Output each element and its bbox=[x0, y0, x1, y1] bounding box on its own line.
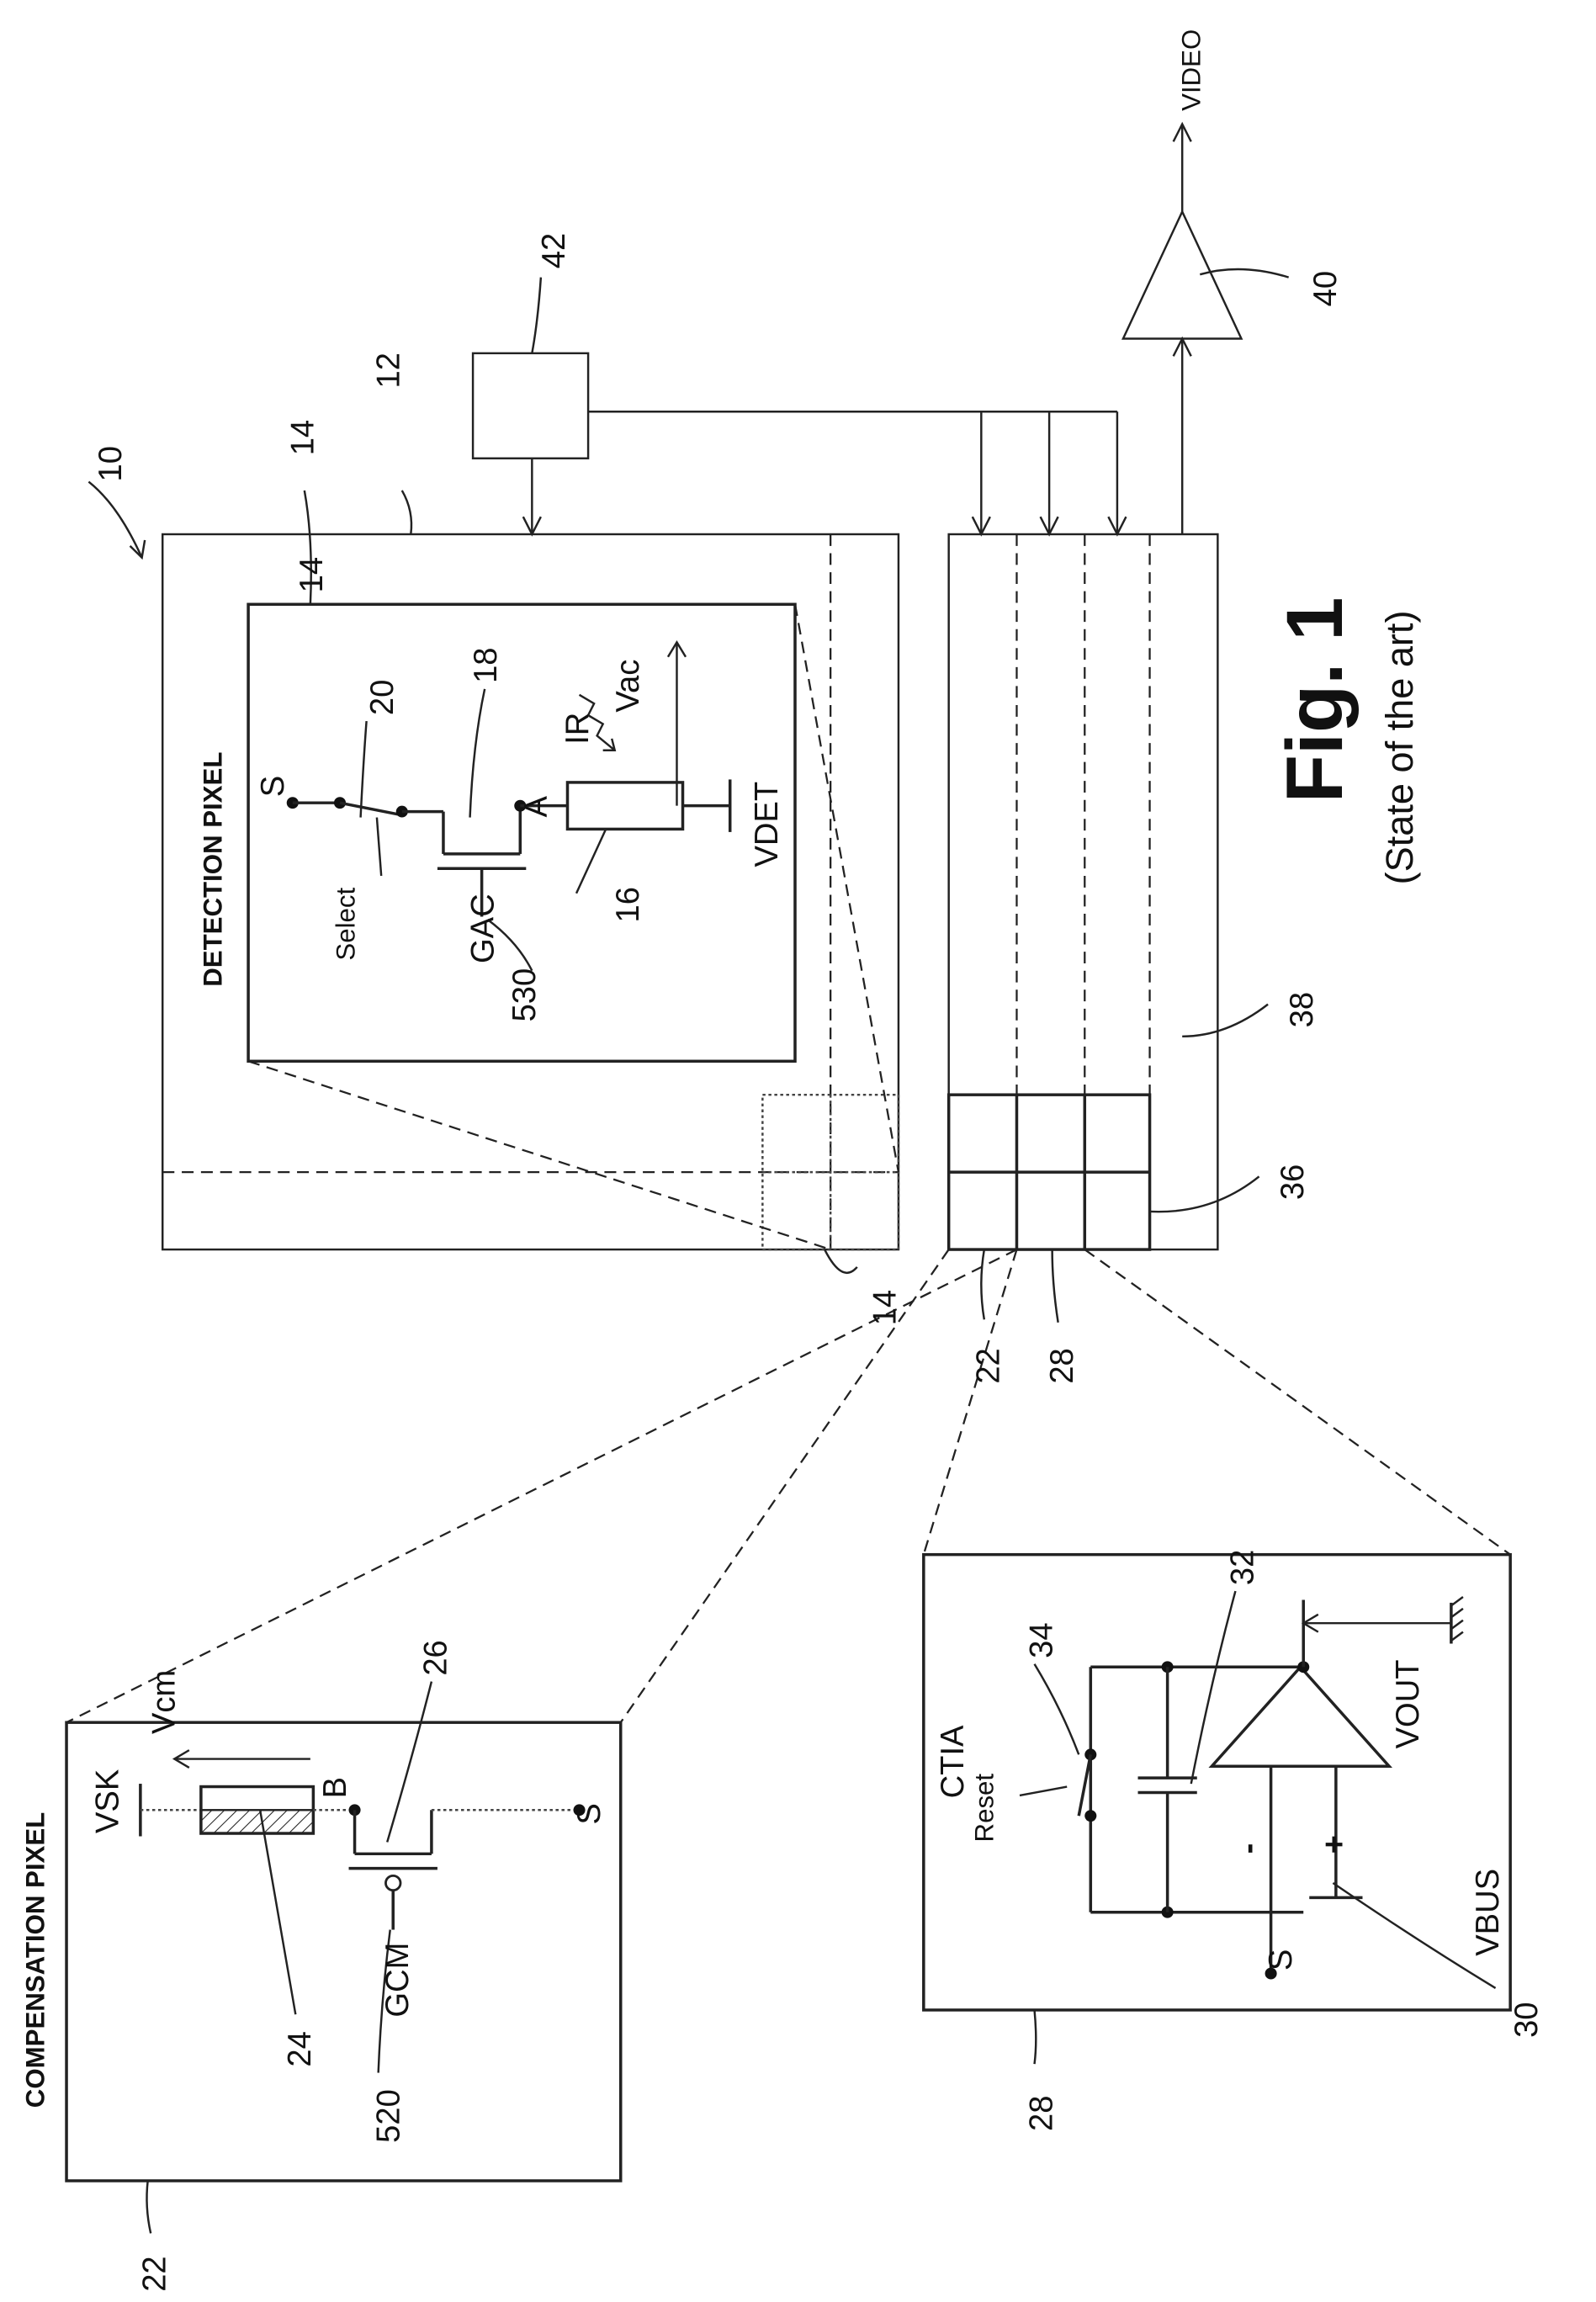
vcm-label: Vcm bbox=[146, 1670, 182, 1734]
vout-label: VOUT bbox=[1390, 1659, 1426, 1748]
ref-520: 520 bbox=[370, 2089, 406, 2143]
ctia-heading: CTIA bbox=[935, 1725, 971, 1798]
leader-36 bbox=[1150, 1176, 1259, 1212]
node-b-label: B bbox=[317, 1777, 353, 1798]
detection-pixel-heading: DETECTION PIXEL bbox=[198, 752, 227, 987]
ref-20: 20 bbox=[364, 680, 400, 715]
gate-bubble bbox=[385, 1875, 400, 1890]
ref-26: 26 bbox=[417, 1640, 453, 1675]
ref-530: 530 bbox=[506, 968, 543, 1022]
ref-32: 32 bbox=[1224, 1550, 1260, 1585]
ref-34: 34 bbox=[1023, 1622, 1059, 1658]
ref-18: 18 bbox=[468, 647, 504, 682]
output-amplifier bbox=[1123, 124, 1242, 534]
ref-10: 10 bbox=[93, 446, 129, 481]
vsk-label: VSK bbox=[89, 1769, 125, 1833]
bolometer-shield bbox=[201, 1810, 313, 1833]
zoom-line bbox=[924, 1249, 1017, 1555]
ref-38: 38 bbox=[1284, 992, 1320, 1027]
opamp-plus-label: + bbox=[1316, 1835, 1352, 1854]
leader-38 bbox=[1182, 1005, 1268, 1037]
leader-28-top bbox=[1053, 1249, 1058, 1323]
video-label: VIDEO bbox=[1176, 29, 1206, 111]
ref-42: 42 bbox=[536, 233, 572, 268]
reset-label: Reset bbox=[969, 1774, 999, 1843]
vac-label: Vac bbox=[610, 660, 646, 713]
ref-40: 40 bbox=[1307, 271, 1344, 306]
switch-dot bbox=[1084, 1810, 1096, 1822]
amplifier-40 bbox=[1123, 212, 1242, 339]
opamp-minus-label: - bbox=[1230, 1843, 1266, 1854]
compensation-s-label: S bbox=[571, 1803, 607, 1824]
figure-title: Fig. 1 bbox=[1270, 597, 1359, 804]
leader-42 bbox=[532, 278, 541, 353]
ref-14-bottom: 14 bbox=[867, 1290, 903, 1325]
zoom-line bbox=[248, 1061, 830, 1249]
leader-22-top bbox=[981, 1249, 984, 1319]
ref-12: 12 bbox=[370, 353, 406, 388]
ref-22-bottom: 22 bbox=[137, 2256, 173, 2291]
ref-24: 24 bbox=[282, 2031, 318, 2066]
gcm-label: GCM bbox=[379, 1943, 416, 2018]
leader-28-bottom bbox=[1035, 2010, 1037, 2064]
ref-28-top: 28 bbox=[1044, 1348, 1080, 1383]
ref-28-bottom: 28 bbox=[1023, 2096, 1059, 2131]
control-box-42 bbox=[473, 353, 588, 459]
compensation-pixel-heading: COMPENSATION PIXEL bbox=[21, 1812, 50, 2108]
leader-10 bbox=[88, 482, 141, 558]
ctia-s-label: S bbox=[1263, 1949, 1299, 1970]
ref-36: 36 bbox=[1275, 1164, 1311, 1200]
vdet-label: VDET bbox=[749, 782, 785, 867]
leader-22-bottom bbox=[146, 2181, 151, 2233]
node-a-label: A bbox=[518, 796, 554, 818]
ref-14-mid: 14 bbox=[294, 557, 330, 592]
ref-30: 30 bbox=[1509, 2002, 1545, 2037]
zoom-line bbox=[795, 604, 899, 1172]
bolometer-16 bbox=[567, 782, 682, 830]
vbus-label: VBUS bbox=[1470, 1869, 1506, 1956]
figure-subtitle: (State of the art) bbox=[1378, 611, 1421, 885]
control-block bbox=[473, 353, 1126, 534]
select-label: Select bbox=[331, 888, 360, 961]
leader-12 bbox=[402, 491, 411, 534]
ref-22-top: 22 bbox=[970, 1348, 1006, 1383]
zoom-line bbox=[1084, 1249, 1510, 1555]
gac-label: GAC bbox=[464, 894, 501, 963]
ref-14-top: 14 bbox=[284, 420, 321, 455]
leader-14-bottom bbox=[825, 1249, 857, 1273]
detection-s-label: S bbox=[255, 776, 291, 797]
ref-16: 16 bbox=[610, 887, 646, 922]
ir-label: IR bbox=[559, 713, 596, 745]
